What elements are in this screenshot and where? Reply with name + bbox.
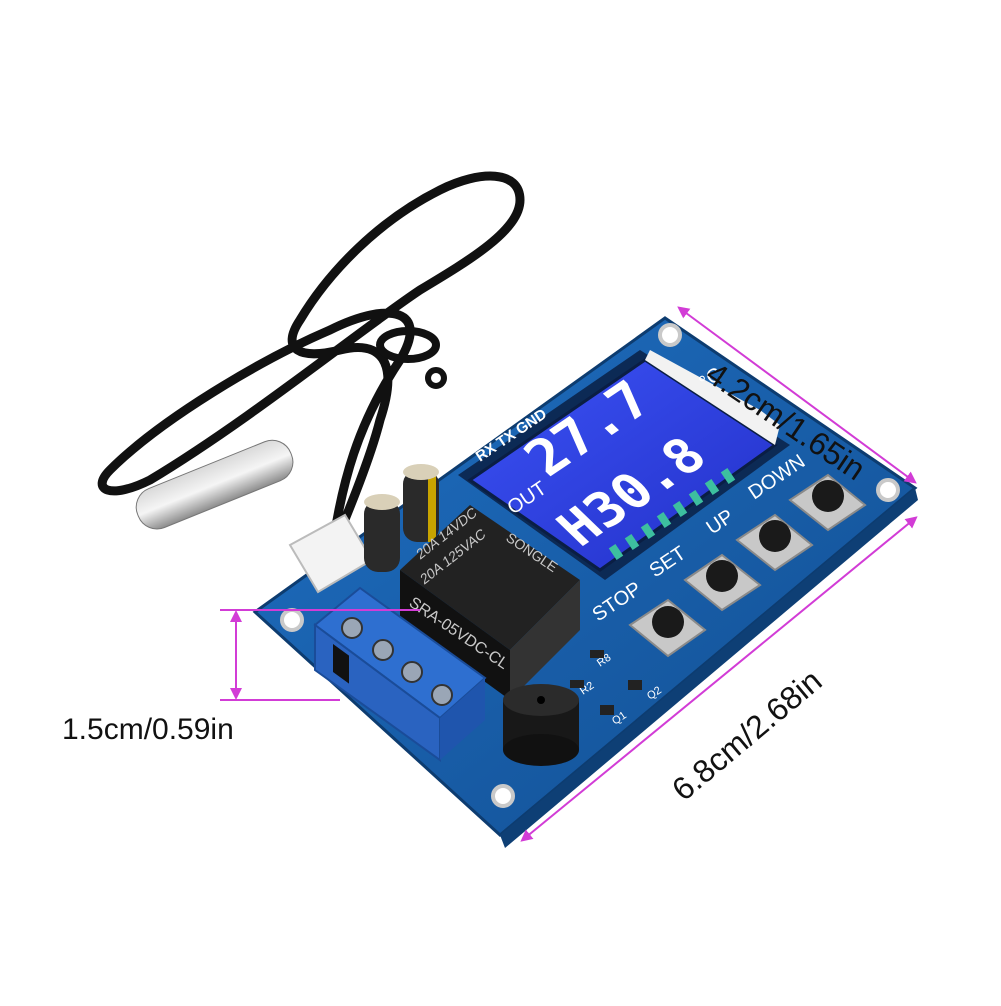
dimension-height bbox=[220, 609, 420, 701]
terminal-block bbox=[313, 586, 487, 762]
mount-hole bbox=[876, 478, 900, 502]
dimension-width bbox=[677, 306, 917, 484]
sensor-cable bbox=[97, 171, 525, 573]
dimension-height-label: 1.5cm/0.59in bbox=[62, 713, 234, 746]
mount-hole bbox=[658, 323, 682, 347]
dimension-length bbox=[520, 516, 918, 842]
capacitors bbox=[364, 464, 439, 572]
buzzer bbox=[503, 684, 579, 766]
cable-tie bbox=[376, 327, 447, 389]
temperature-probe bbox=[135, 439, 294, 530]
mount-hole bbox=[491, 784, 515, 808]
mount-hole bbox=[280, 608, 304, 632]
